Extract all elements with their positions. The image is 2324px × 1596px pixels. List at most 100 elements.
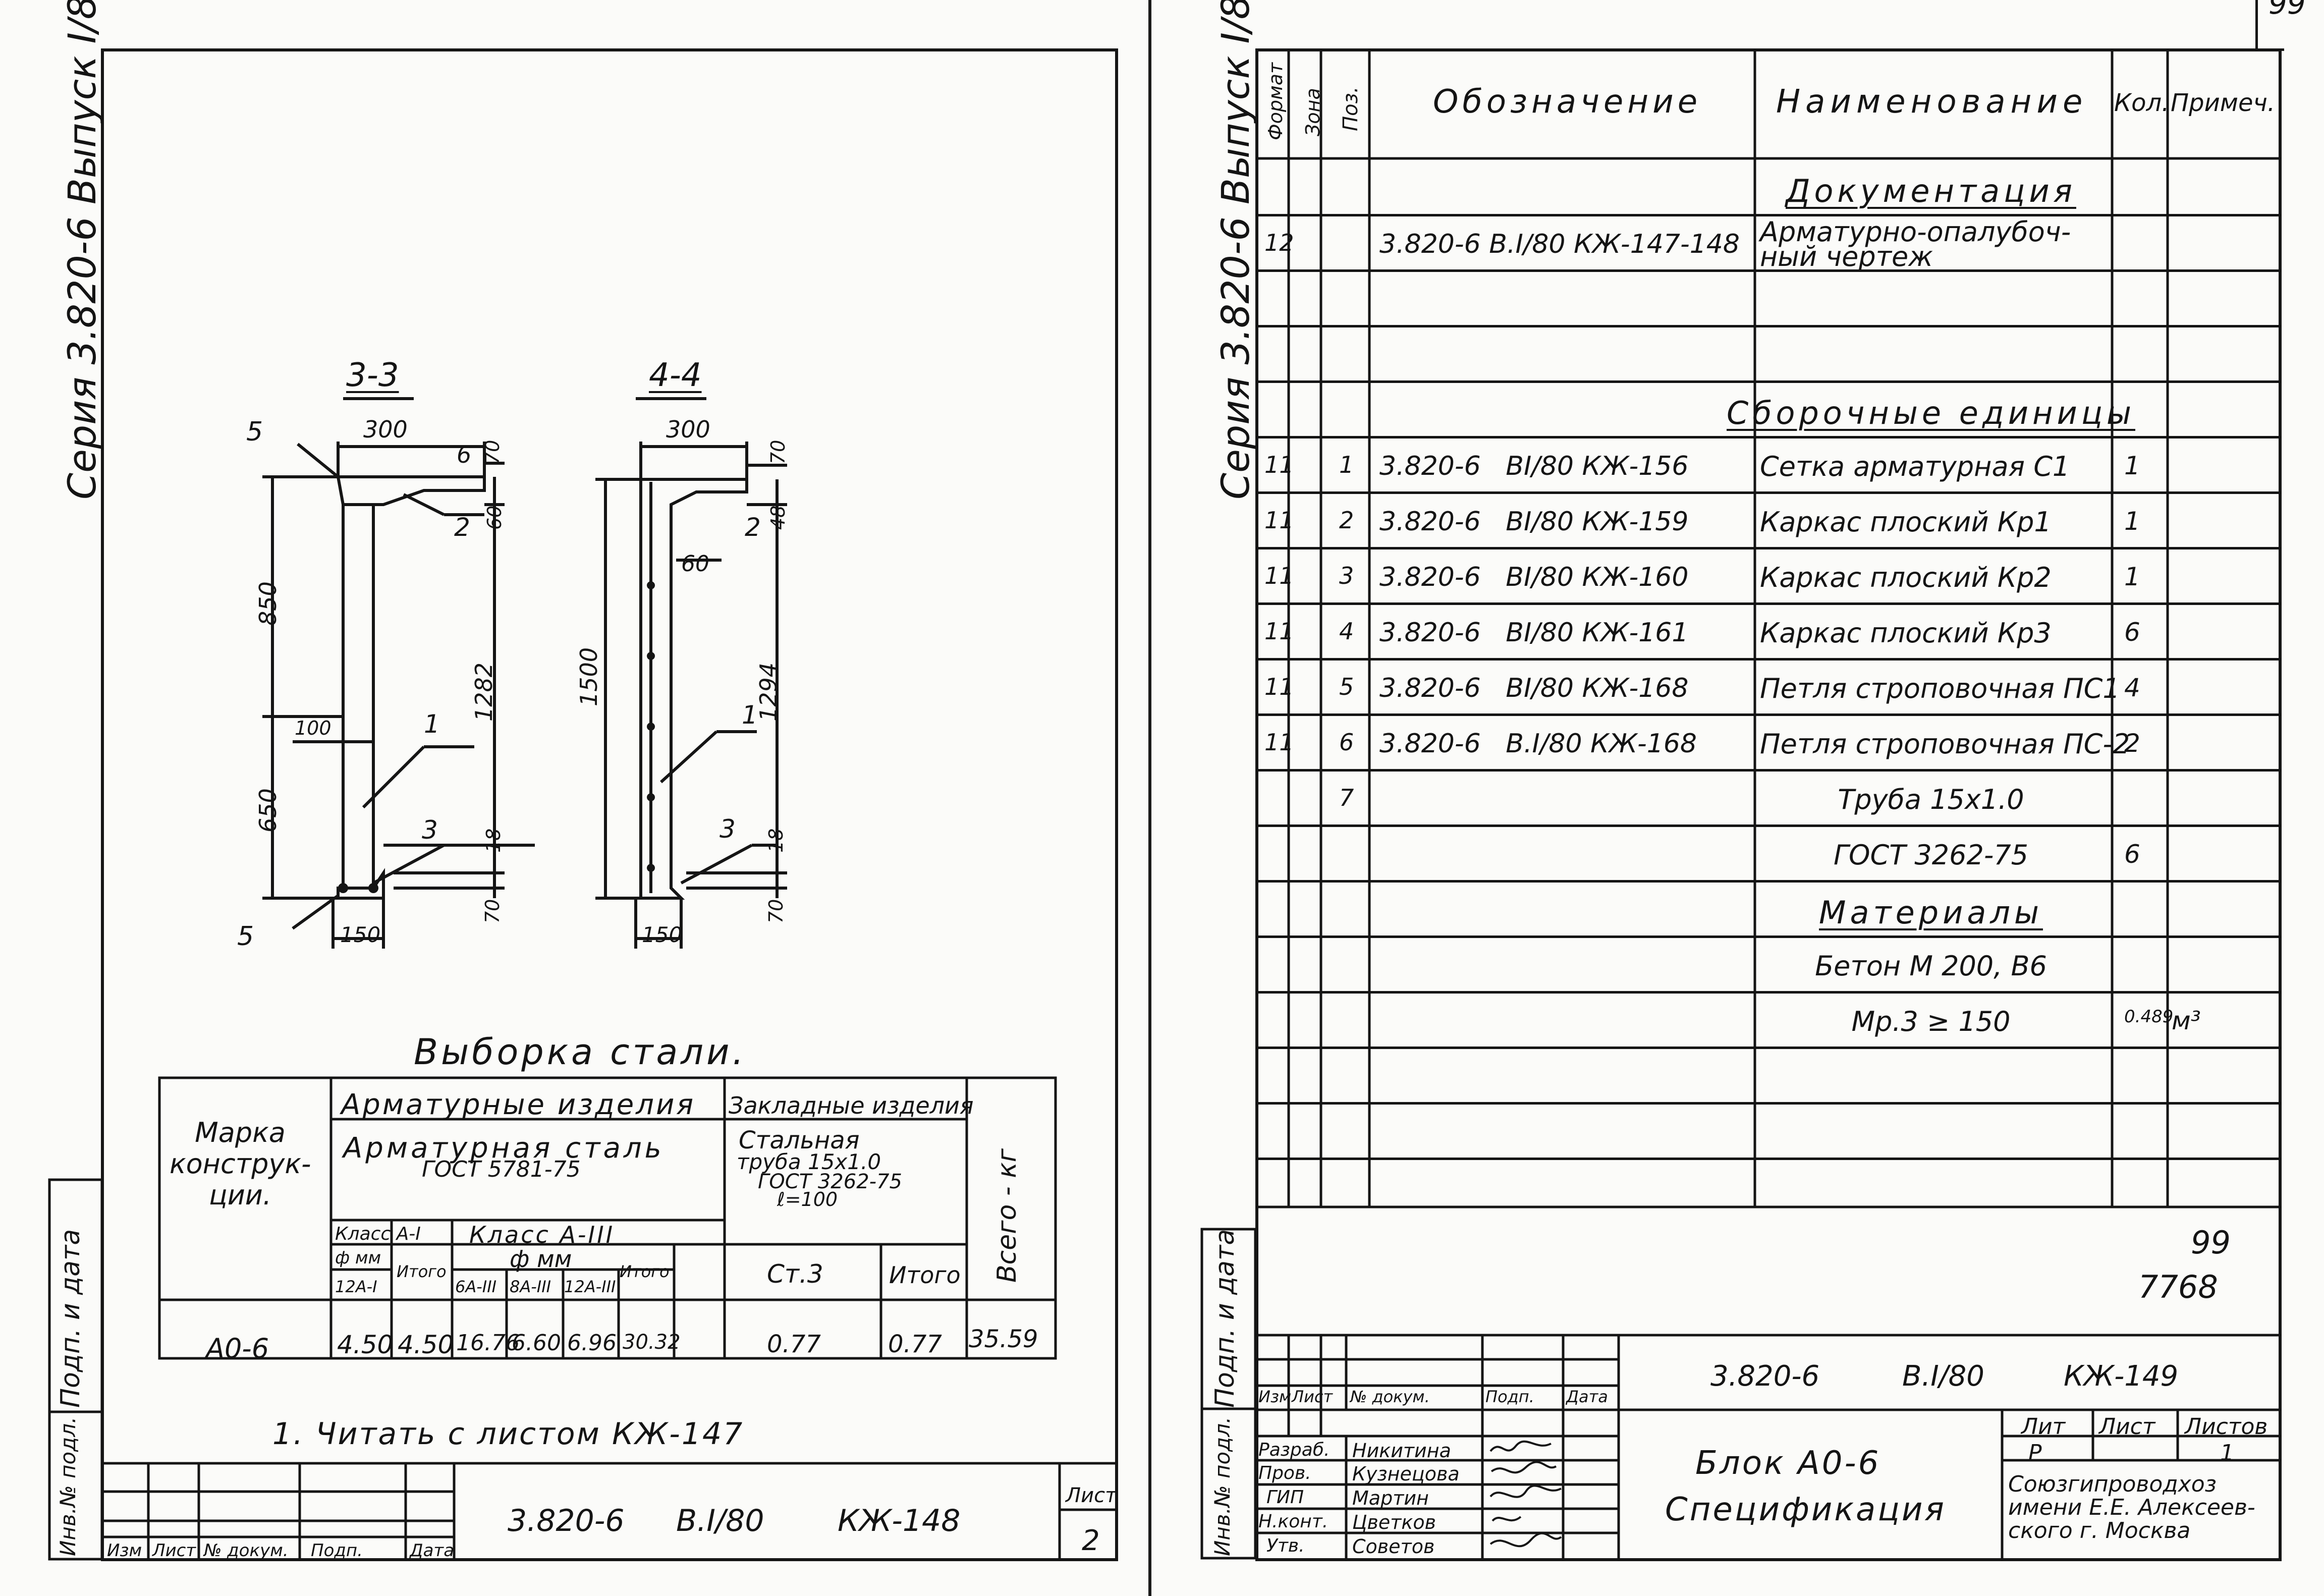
spec-row-line xyxy=(1255,880,2282,883)
right-stamp-grid xyxy=(1255,1334,2282,1561)
spec-cell-fmt: 12 xyxy=(1264,229,1294,256)
label-a-6: 6 xyxy=(457,441,472,468)
label-a-850: 850 xyxy=(254,581,282,626)
spec-row-line xyxy=(1255,824,2282,827)
left-stamp-col-date: Дата xyxy=(410,1540,455,1561)
sheet-label: Лист xyxy=(2099,1414,2155,1440)
steel-row-mark: А0-6 xyxy=(206,1333,269,1364)
org-line-1: Союзгипроводхоз xyxy=(2008,1471,2217,1497)
spec-cell-qty: 2 xyxy=(2124,729,2140,758)
right-stamp-code: 3.820-6 xyxy=(1710,1360,1820,1393)
right-side-inv: Инв.№ подл. xyxy=(1210,1416,1235,1556)
right-series-margin: Серия 3.820-6 Выпуск I/80 xyxy=(1213,0,1258,500)
spec-cell-name: Мр.3 ≥ 150 xyxy=(1851,1006,2011,1037)
left-stamp-series: В.I/80 xyxy=(676,1503,764,1538)
steel-12a3: 12А-III xyxy=(564,1277,616,1296)
steel-row-v7: 0.77 xyxy=(767,1330,821,1358)
spec-cell-code: 3.820-6 В.I/80 КЖ-147-148 xyxy=(1379,229,1740,259)
steel-st3: Ст.3 xyxy=(767,1259,823,1289)
doc-title-2: Спецификация xyxy=(1665,1491,1946,1528)
spec-row-line xyxy=(1255,1047,2282,1049)
steel-row-v4: 6.60 xyxy=(512,1330,561,1356)
spec-row-line xyxy=(1255,380,2282,383)
spec-row-line xyxy=(1255,991,2282,994)
spec-cell-pos: 1 xyxy=(1339,451,1354,478)
spec-cell-name: Каркас плоский Кр1 xyxy=(1760,506,2052,538)
spec-cell-code: 3.820-6 ВI/80 КЖ-156 xyxy=(1379,451,1689,481)
spec-cell-pos: 4 xyxy=(1339,618,1354,645)
section-drawings xyxy=(262,397,787,949)
spec-cell-fmt: 11 xyxy=(1264,729,1294,756)
spec-cell-name: Бетон М 200, В6 xyxy=(1815,950,2047,982)
spec-cell-name: Документация xyxy=(1786,173,2076,209)
lit-label: Лит xyxy=(2021,1414,2066,1440)
org-line-2: имени Е.Е. Алексеев- xyxy=(2008,1495,2255,1520)
label-a-2: 2 xyxy=(454,513,470,542)
spec-cell-name: Арматурно-опалубоч- ный чертеж xyxy=(1760,216,2071,272)
steel-arm-gost: ГОСТ 5781-75 xyxy=(422,1157,581,1182)
left-stamp-grid xyxy=(101,1462,1118,1560)
spec-cell-qty: 1 xyxy=(2124,507,2140,536)
left-series-margin: Серия 3.820-6 Выпуск I/80 xyxy=(60,0,104,500)
signatures xyxy=(1489,1440,1562,1548)
spec-cell-fmt: 11 xyxy=(1264,618,1294,645)
org-line-3: ского г. Москва xyxy=(2008,1518,2191,1544)
steel-itogo-2: Итого xyxy=(620,1262,670,1281)
lit-value: Р xyxy=(2028,1440,2042,1466)
spec-row-line xyxy=(1255,214,2282,216)
left-stamp-col-sign: Подп. xyxy=(311,1540,363,1561)
name-check: Кузнецова xyxy=(1352,1463,1460,1485)
steel-phi-mm-2: ф мм xyxy=(510,1245,572,1273)
right-stamp-series: В.I/80 xyxy=(1902,1360,1984,1393)
left-stamp-col-izm: Изм xyxy=(107,1540,142,1561)
right-stamp-sheet-code: КЖ-149 xyxy=(2064,1360,2179,1393)
hdr-zone: Зона xyxy=(1302,88,1324,136)
spec-cell-name: Каркас плоский Кр2 xyxy=(1760,562,2052,593)
label-a-70-top: 70 xyxy=(481,439,504,464)
name-gip: Мартин xyxy=(1352,1487,1429,1509)
spec-row-line xyxy=(1255,602,2282,605)
spec-row-line xyxy=(1255,658,2282,661)
label-a-650: 650 xyxy=(254,788,282,833)
label-a-150: 150 xyxy=(340,922,381,947)
spec-cell-fmt: 11 xyxy=(1264,673,1294,700)
steel-itogo-3: Итого xyxy=(889,1261,961,1289)
spec-cell-qty: 4 xyxy=(2124,673,2140,702)
left-stamp-list-label: Лист xyxy=(1066,1484,1117,1507)
corner-box xyxy=(2255,0,2284,51)
spec-grid xyxy=(1255,48,2282,1208)
role-gip: ГИП xyxy=(1266,1487,1304,1508)
spec-cell-qty: 0.489 xyxy=(2124,1007,2174,1027)
spec-cell-fmt: 11 xyxy=(1264,507,1294,534)
hdr-note: Примеч. xyxy=(2171,89,2276,117)
hdr-designation: Обозначение xyxy=(1433,83,1702,121)
right-stamp-col-sign: Подп. xyxy=(1485,1387,1534,1406)
role-approve: Утв. xyxy=(1266,1535,1305,1556)
spec-cell-name: Сетка арматурная С1 xyxy=(1760,451,2070,482)
spec-cell-code: 3.820-6 В.I/80 КЖ-168 xyxy=(1379,729,1697,759)
steel-mark-header: Марка конструк- ции. xyxy=(170,1117,311,1212)
spec-row-line xyxy=(1255,491,2282,494)
steel-row-v8: 0.77 xyxy=(888,1330,942,1358)
spec-cell-name: Петля строповочная ПС-2 xyxy=(1760,728,2130,760)
label-b-18: 18 xyxy=(765,828,787,853)
label-a-70-bottom: 70 xyxy=(481,899,504,923)
steel-embedded: Закладные изделия xyxy=(729,1092,974,1119)
steel-class-a1: Класс А-I xyxy=(335,1224,421,1244)
label-a-100: 100 xyxy=(295,717,331,739)
name-nkont: Цветков xyxy=(1352,1511,1436,1533)
steel-6a3: 6А-III xyxy=(455,1277,497,1296)
steel-row-v6: 30.32 xyxy=(623,1331,681,1354)
spec-row-line xyxy=(1255,547,2282,549)
spec-cell-name: Сборочные единицы xyxy=(1726,395,2136,431)
spec-cell-pos: 6 xyxy=(1339,729,1354,756)
label-a-1282: 1282 xyxy=(470,662,497,722)
label-b-2: 2 xyxy=(745,513,761,542)
right-side-strip xyxy=(1200,1228,1257,1560)
spec-cell-fmt: 11 xyxy=(1264,451,1294,478)
right-stamp-col-doc: № докум. xyxy=(1350,1387,1430,1406)
label-a-3: 3 xyxy=(422,815,438,845)
steel-total: Всего - кг xyxy=(992,1148,1022,1283)
label-a-1: 1 xyxy=(424,709,440,739)
hdr-pos: Поз. xyxy=(1339,86,1362,131)
